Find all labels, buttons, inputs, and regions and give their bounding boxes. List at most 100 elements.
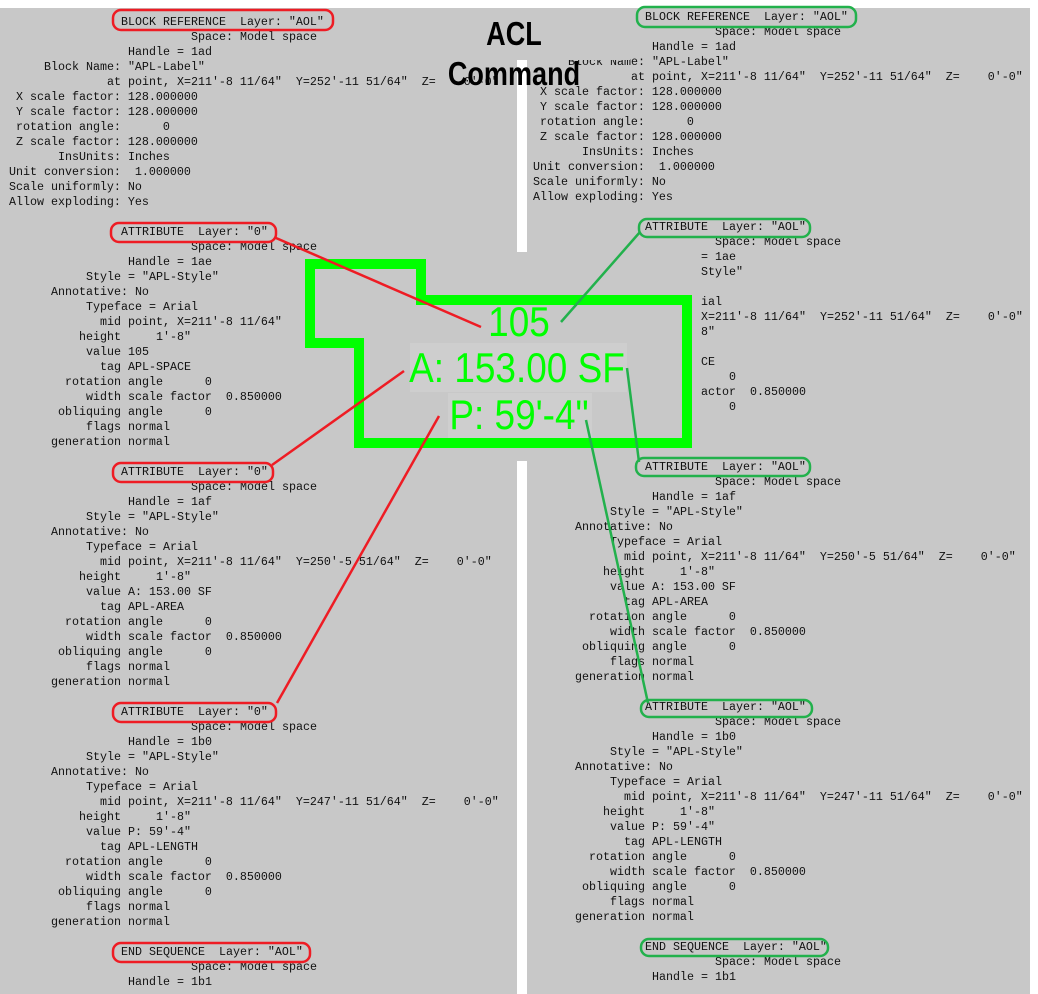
- output-line: generation normal: [575, 910, 694, 924]
- left-attribute-2-highlight: [111, 461, 275, 484]
- output-line: Scale uniformly: No: [533, 175, 666, 189]
- output-line: height 1'-8": [603, 805, 715, 819]
- output-line: flags normal: [86, 420, 170, 434]
- output-line: ATTRIBUTE Layer: "0": [121, 705, 268, 719]
- output-line: width scale factor 0.850000: [86, 870, 282, 884]
- output-line: mid point, X=211'-8 11/64" Y=250'-5 51/6…: [624, 550, 1016, 564]
- output-line: obliquing angle 0: [582, 880, 736, 894]
- output-line: height 1'-8": [79, 570, 191, 584]
- output-line: at point, X=211'-8 11/64" Y=252'-11 51/6…: [107, 75, 499, 89]
- left-attribute-1-highlight: [109, 221, 278, 244]
- output-line: ATTRIBUTE Layer: "AOL": [645, 220, 806, 234]
- output-line: Typeface = Arial: [86, 780, 198, 794]
- output-line: width scale factor 0.850000: [610, 865, 806, 879]
- output-line: Scale uniformly: No: [9, 180, 142, 194]
- output-line: Typeface = Arial: [86, 540, 198, 554]
- room-boundary-polygon: [305, 259, 692, 448]
- output-line: value P: 59'-4": [610, 820, 715, 834]
- output-line: BLOCK REFERENCE Layer: "AOL": [645, 10, 848, 24]
- output-line: Style = "APL-Style": [86, 510, 219, 524]
- output-line: flags normal: [86, 900, 170, 914]
- output-line: Handle = 1b1: [128, 975, 212, 989]
- output-line: Space: Model space: [715, 25, 841, 39]
- output-line: actor 0.850000: [701, 385, 806, 399]
- left-end-sequence-highlight: [111, 941, 312, 964]
- right-connector-room-number: [560, 231, 641, 323]
- output-line: Z scale factor: 128.000000: [16, 135, 198, 149]
- output-line: Style = "APL-Style": [86, 750, 219, 764]
- output-line: value A: 153.00 SF: [86, 585, 212, 599]
- right-attribute-3-highlight: [639, 698, 814, 719]
- perimeter-label: P: 59'-4": [449, 391, 589, 438]
- right-connector-area: [625, 367, 641, 463]
- output-line: generation normal: [51, 915, 170, 929]
- right-block-reference-highlight: [635, 5, 858, 29]
- output-line: Style": [701, 265, 744, 279]
- perimeter-label-background: [448, 393, 592, 440]
- output-line: flags normal: [610, 655, 694, 669]
- output-line: 0: [729, 400, 737, 414]
- output-line: flags normal: [610, 895, 694, 909]
- output-line: InsUnits: Inches: [582, 145, 694, 159]
- area-label: A: 153.00 SF: [409, 344, 625, 391]
- output-line: height 1'-8": [603, 565, 715, 579]
- output-line: tag APL-LENGTH: [100, 840, 198, 854]
- output-line: rotation angle 0: [65, 375, 212, 389]
- output-line: Annotative: No: [575, 760, 673, 774]
- output-line: mid point, X=211'-8 11/64" Y=250'-5 51/6…: [100, 555, 492, 569]
- output-line: tag APL-LENGTH: [624, 835, 722, 849]
- output-line: Style = "APL-Style": [610, 745, 743, 759]
- output-line: height 1'-8": [79, 810, 191, 824]
- output-line: ATTRIBUTE Layer: "AOL": [645, 700, 806, 714]
- output-line: value 105: [86, 345, 149, 359]
- output-line: Allow exploding: Yes: [533, 190, 673, 204]
- area-label-background: [410, 343, 627, 392]
- output-line: Y scale factor: 128.000000: [16, 105, 198, 119]
- output-line: BLOCK REFERENCE Layer: "AOL": [121, 15, 324, 29]
- output-line: Style = "APL-Style": [610, 505, 743, 519]
- output-line: CE: [701, 355, 716, 369]
- output-line: 8": [701, 325, 716, 339]
- output-line: flags normal: [86, 660, 170, 674]
- output-line: tag APL-SPACE: [100, 360, 191, 374]
- output-line: ATTRIBUTE Layer: "0": [121, 465, 268, 479]
- output-line: Handle = 1ae: [128, 255, 212, 269]
- output-line: Annotative: No: [575, 520, 673, 534]
- output-line: InsUnits: Inches: [58, 150, 170, 164]
- output-line: at point, X=211'-8 11/64" Y=252'-11 51/6…: [631, 70, 1023, 84]
- output-line: X scale factor: 128.000000: [540, 85, 722, 99]
- output-line: width scale factor 0.850000: [86, 390, 282, 404]
- output-line: Annotative: No: [51, 285, 149, 299]
- output-line: Space: Model space: [715, 715, 841, 729]
- output-line: Space: Model space: [191, 960, 317, 974]
- title-background: [400, 8, 630, 60]
- output-line: rotation angle: 0: [16, 120, 170, 134]
- left-list-output-panel: BLOCK REFERENCE Layer: "AOL" Space: Model…: [0, 8, 517, 994]
- output-line: Y scale factor: 128.000000: [540, 100, 722, 114]
- output-line: Handle = 1b1: [652, 970, 736, 984]
- output-line: mid point, X=211'-8 11/64" Y=247'-11 51/…: [624, 790, 1023, 804]
- left-connector-area: [271, 369, 405, 467]
- output-line: tag APL-AREA: [100, 600, 184, 614]
- output-line: END SEQUENCE Layer: "AOL": [121, 945, 303, 959]
- output-line: ial: [701, 295, 723, 309]
- right-attribute-1-highlight: [637, 217, 812, 239]
- output-line: Annotative: No: [51, 765, 149, 779]
- right-connector-perimeter: [584, 419, 650, 704]
- output-line: rotation angle: 0: [540, 115, 694, 129]
- output-line: width scale factor 0.850000: [610, 625, 806, 639]
- output-line: Space: Model space: [715, 475, 841, 489]
- left-text-output: BLOCK REFERENCE Layer: "AOL" Space: Model…: [9, 15, 499, 990]
- output-line: X=211'-8 11/64" Y=252'-11 51/64" Z= 0'-0…: [701, 310, 1023, 324]
- output-line: mid point, X=211'-8 11/64" Y=247'-11 51/…: [100, 795, 499, 809]
- output-line: Space: Model space: [191, 480, 317, 494]
- output-line: tag APL-AREA: [624, 595, 708, 609]
- output-line: mid point, X=211'-8 11/64": [100, 315, 282, 329]
- output-line: Handle = 1b0: [128, 735, 212, 749]
- page-title: ACL Command: [447, 15, 581, 92]
- output-line: Space: Model space: [191, 720, 317, 734]
- output-line: END SEQUENCE Layer: "AOL": [645, 940, 827, 954]
- output-line: Typeface = Arial: [610, 775, 722, 789]
- output-line: Style = "APL-Style": [86, 270, 219, 284]
- output-line: Handle = 1af: [652, 490, 736, 504]
